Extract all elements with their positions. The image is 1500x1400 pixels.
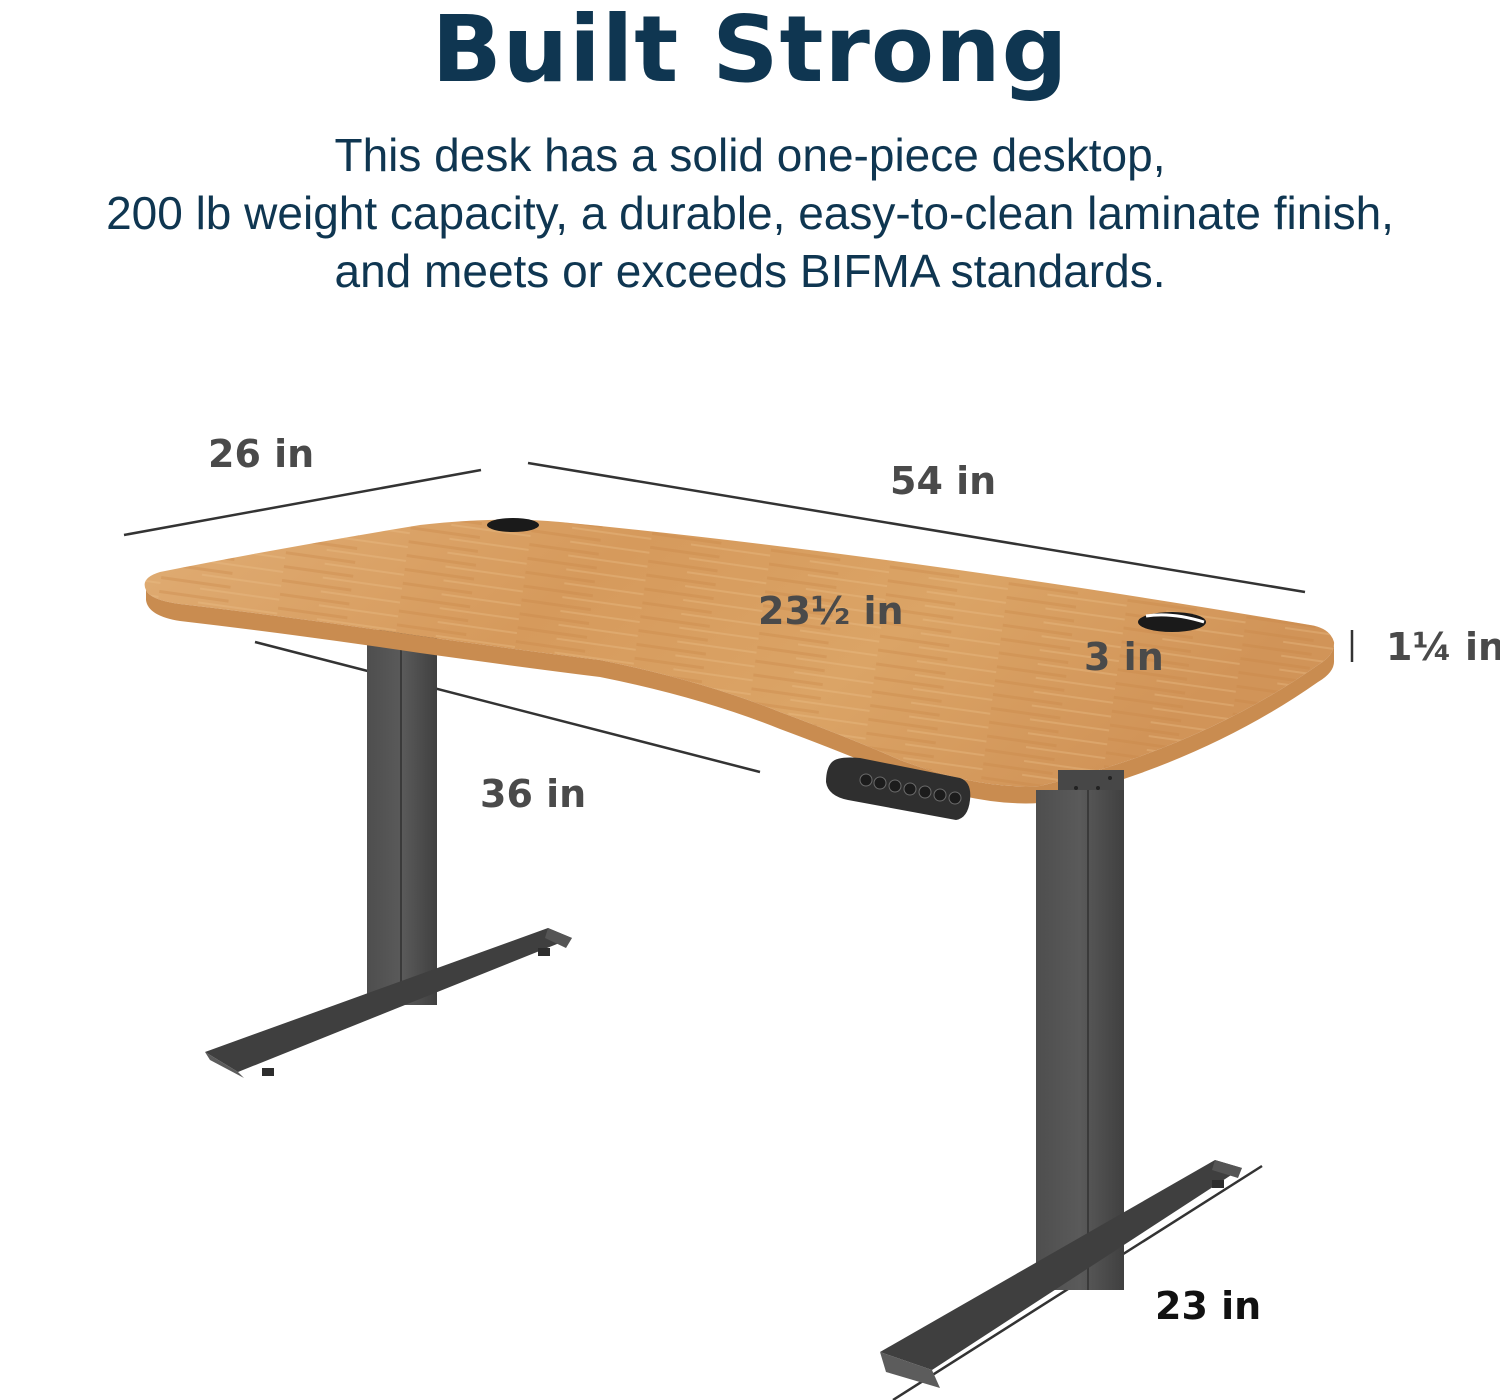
description-line: 200 lb weight capacity, a durable, easy-… (106, 187, 1394, 239)
preset-3-button (918, 785, 932, 799)
preset-2-button (903, 782, 917, 796)
description-line: and meets or exceeds BIFMA standards. (334, 245, 1166, 297)
description-line: This desk has a solid one-piece desktop, (334, 129, 1166, 181)
preset-4-button (933, 788, 947, 802)
preset-1-button (888, 779, 902, 793)
width-label: 54 in (890, 459, 997, 503)
page-title: Built Strong (431, 0, 1069, 103)
left-leg (205, 630, 572, 1078)
control-buttons (859, 773, 962, 805)
desktop (144, 518, 1335, 804)
depth-label: 26 in (208, 432, 315, 476)
down-button (873, 776, 887, 790)
up-button (859, 773, 873, 787)
grommet-icon (487, 518, 539, 532)
thickness-label: 1¼ in (1386, 625, 1500, 669)
right-leg (880, 770, 1242, 1388)
control-panel[interactable] (826, 757, 971, 821)
inner-depth-label: 23½ in (758, 589, 904, 633)
memory-button (948, 791, 962, 805)
foot-length-label: 23 in (1155, 1284, 1262, 1328)
height-label: 36 in (480, 772, 587, 816)
cutout-depth-label: 3 in (1084, 635, 1164, 679)
description: This desk has a solid one-piece desktop,… (0, 126, 1500, 300)
